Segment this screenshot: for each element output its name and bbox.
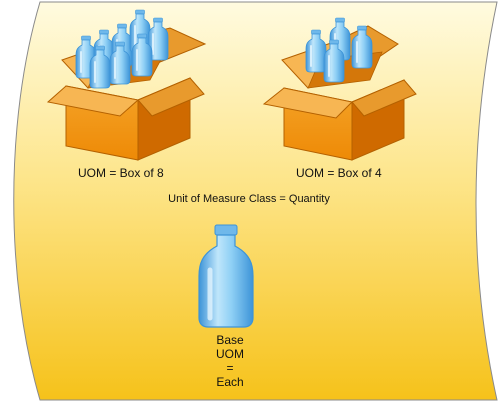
base-bottle-illustration [198, 224, 254, 328]
base-uom-line: Each [216, 375, 244, 389]
base-uom-line: Base [216, 333, 244, 347]
base-uom-line: = [226, 361, 234, 375]
box-of-8-illustration [46, 9, 207, 161]
box-of-8-label: UOM = Box of 8 [78, 166, 164, 180]
uom-class-label: Unit of Measure Class = Quantity [168, 193, 330, 205]
box-of-4-illustration [262, 17, 417, 161]
base-uom-line: UOM [216, 347, 244, 361]
box-of-4-label: UOM = Box of 4 [296, 166, 382, 180]
base-uom-label: Base UOM = Each [190, 333, 270, 389]
